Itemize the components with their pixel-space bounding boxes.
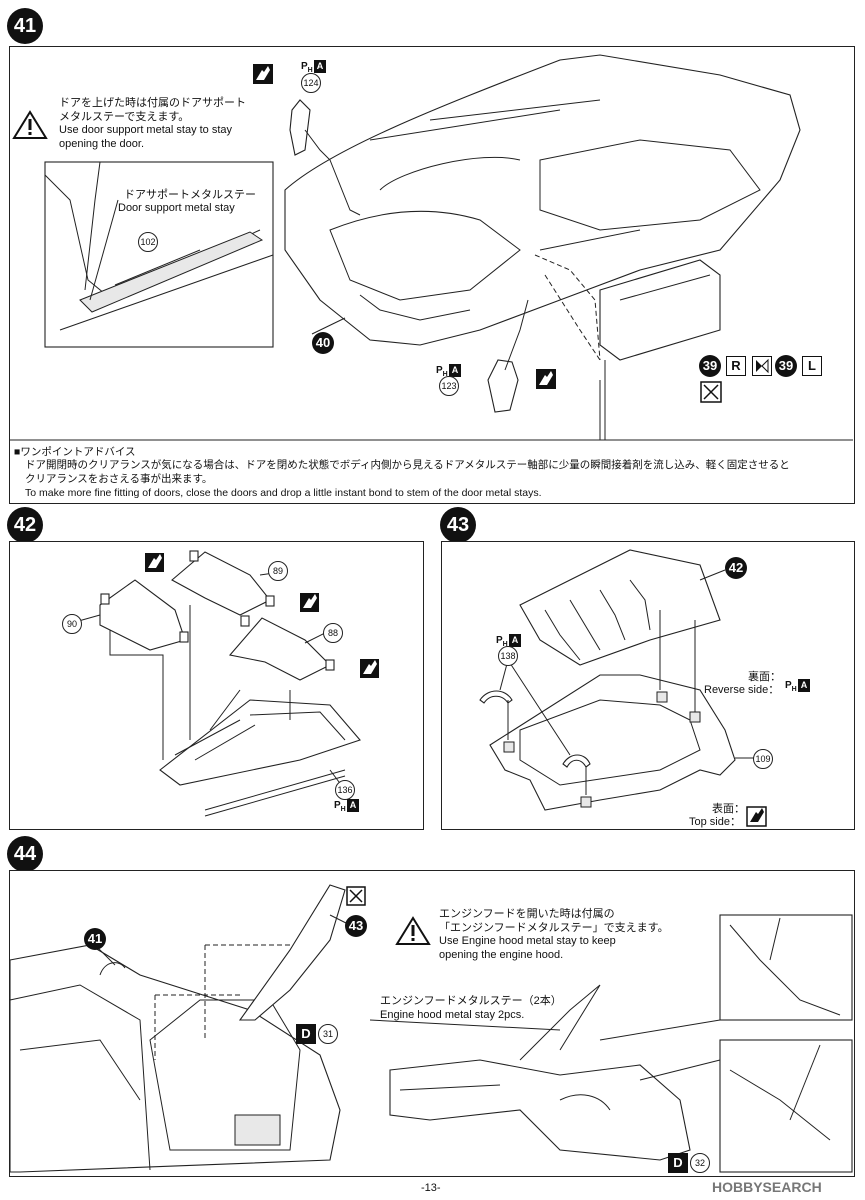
page-number: -13- <box>421 1182 441 1194</box>
step-44-number: 44 <box>7 836 43 872</box>
paint-brush-icon <box>536 369 556 389</box>
step-42-number: 42 <box>7 507 43 543</box>
step-43-number: 43 <box>440 507 476 543</box>
part-number-124: 124 <box>301 73 321 93</box>
ref-41: 41 <box>84 928 106 950</box>
runner-d-label: D <box>668 1153 688 1173</box>
ref-43: 43 <box>345 915 367 937</box>
part-number-31: 31 <box>318 1024 338 1044</box>
part-number-123: 123 <box>439 376 459 396</box>
flip-part-icon <box>752 356 772 376</box>
part-number-32: 32 <box>690 1153 710 1173</box>
hood-stay-label-jp: エンジンフードメタルステー（2本） <box>380 995 562 1007</box>
step-41-caution-en: Use door support metal stay to stay open… <box>59 124 233 150</box>
top-side-label-jp: 表面： <box>712 803 745 815</box>
part-number-89: 89 <box>268 561 288 581</box>
top-side-label-en: Top side： <box>689 816 741 828</box>
runner-d-label: D <box>296 1024 316 1044</box>
caution-triangle-icon <box>395 916 431 945</box>
step-41-inset-label-en: Door support metal stay <box>118 202 235 214</box>
cut-scissors-icon <box>700 381 722 403</box>
step-41-tip-line-3: To make more fine fitting of doors, clos… <box>25 487 542 499</box>
cut-scissors-icon <box>346 886 366 906</box>
paint-brush-icon <box>253 64 273 84</box>
part-number-136: 136 <box>335 780 355 800</box>
step-41-number: 41 <box>7 8 43 44</box>
ref-r-box: R <box>726 356 746 376</box>
part-number-138: 138 <box>498 646 518 666</box>
step-41-inset-label-jp: ドアサポートメタルステー <box>124 189 256 201</box>
ref-39-l: 39 <box>775 355 797 377</box>
part-number-102: 102 <box>138 232 158 252</box>
step-44-caution-en: Use Engine hood metal stay to keep openi… <box>439 935 616 961</box>
step-41-caution-jp: ドアを上げた時は付属のドアサポート メタルステーで支えます。 <box>59 97 246 123</box>
paint-brush-icon <box>360 659 379 678</box>
ref-l-box: L <box>802 356 822 376</box>
paint-brush-icon <box>145 553 164 572</box>
caution-triangle-icon <box>12 110 48 139</box>
sub-assembly-ref-42: 42 <box>725 557 747 579</box>
body-ref-40: 40 <box>312 332 334 354</box>
step-41-tip-line-2: クリアランスをおさえる事が出来ます。 <box>25 473 213 485</box>
part-number-109: 109 <box>753 749 773 769</box>
reverse-side-label-jp: 裏面： <box>748 671 781 683</box>
step-44-caution-jp: エンジンフードを開いた時は付属の 「エンジンフードメタルステー」で支えます。 <box>439 908 669 934</box>
hood-stay-label-en: Engine hood metal stay 2pcs. <box>380 1009 525 1021</box>
step-41-tip-line-1: ドア開閉時のクリアランスが気になる場合は、ドアを閉めた状態でボディ内側から見える… <box>25 459 790 471</box>
paint-brush-icon <box>300 593 319 612</box>
paint-brush-icon <box>746 806 767 827</box>
reverse-side-label-en: Reverse side： <box>704 684 780 696</box>
step-41-tip-heading: ■ワンポイントアドバイス <box>14 446 136 458</box>
part-number-90: 90 <box>62 614 82 634</box>
part-number-88: 88 <box>323 623 343 643</box>
ref-39-r: 39 <box>699 355 721 377</box>
watermark-logo: HOBBYSEARCH <box>712 1179 822 1195</box>
